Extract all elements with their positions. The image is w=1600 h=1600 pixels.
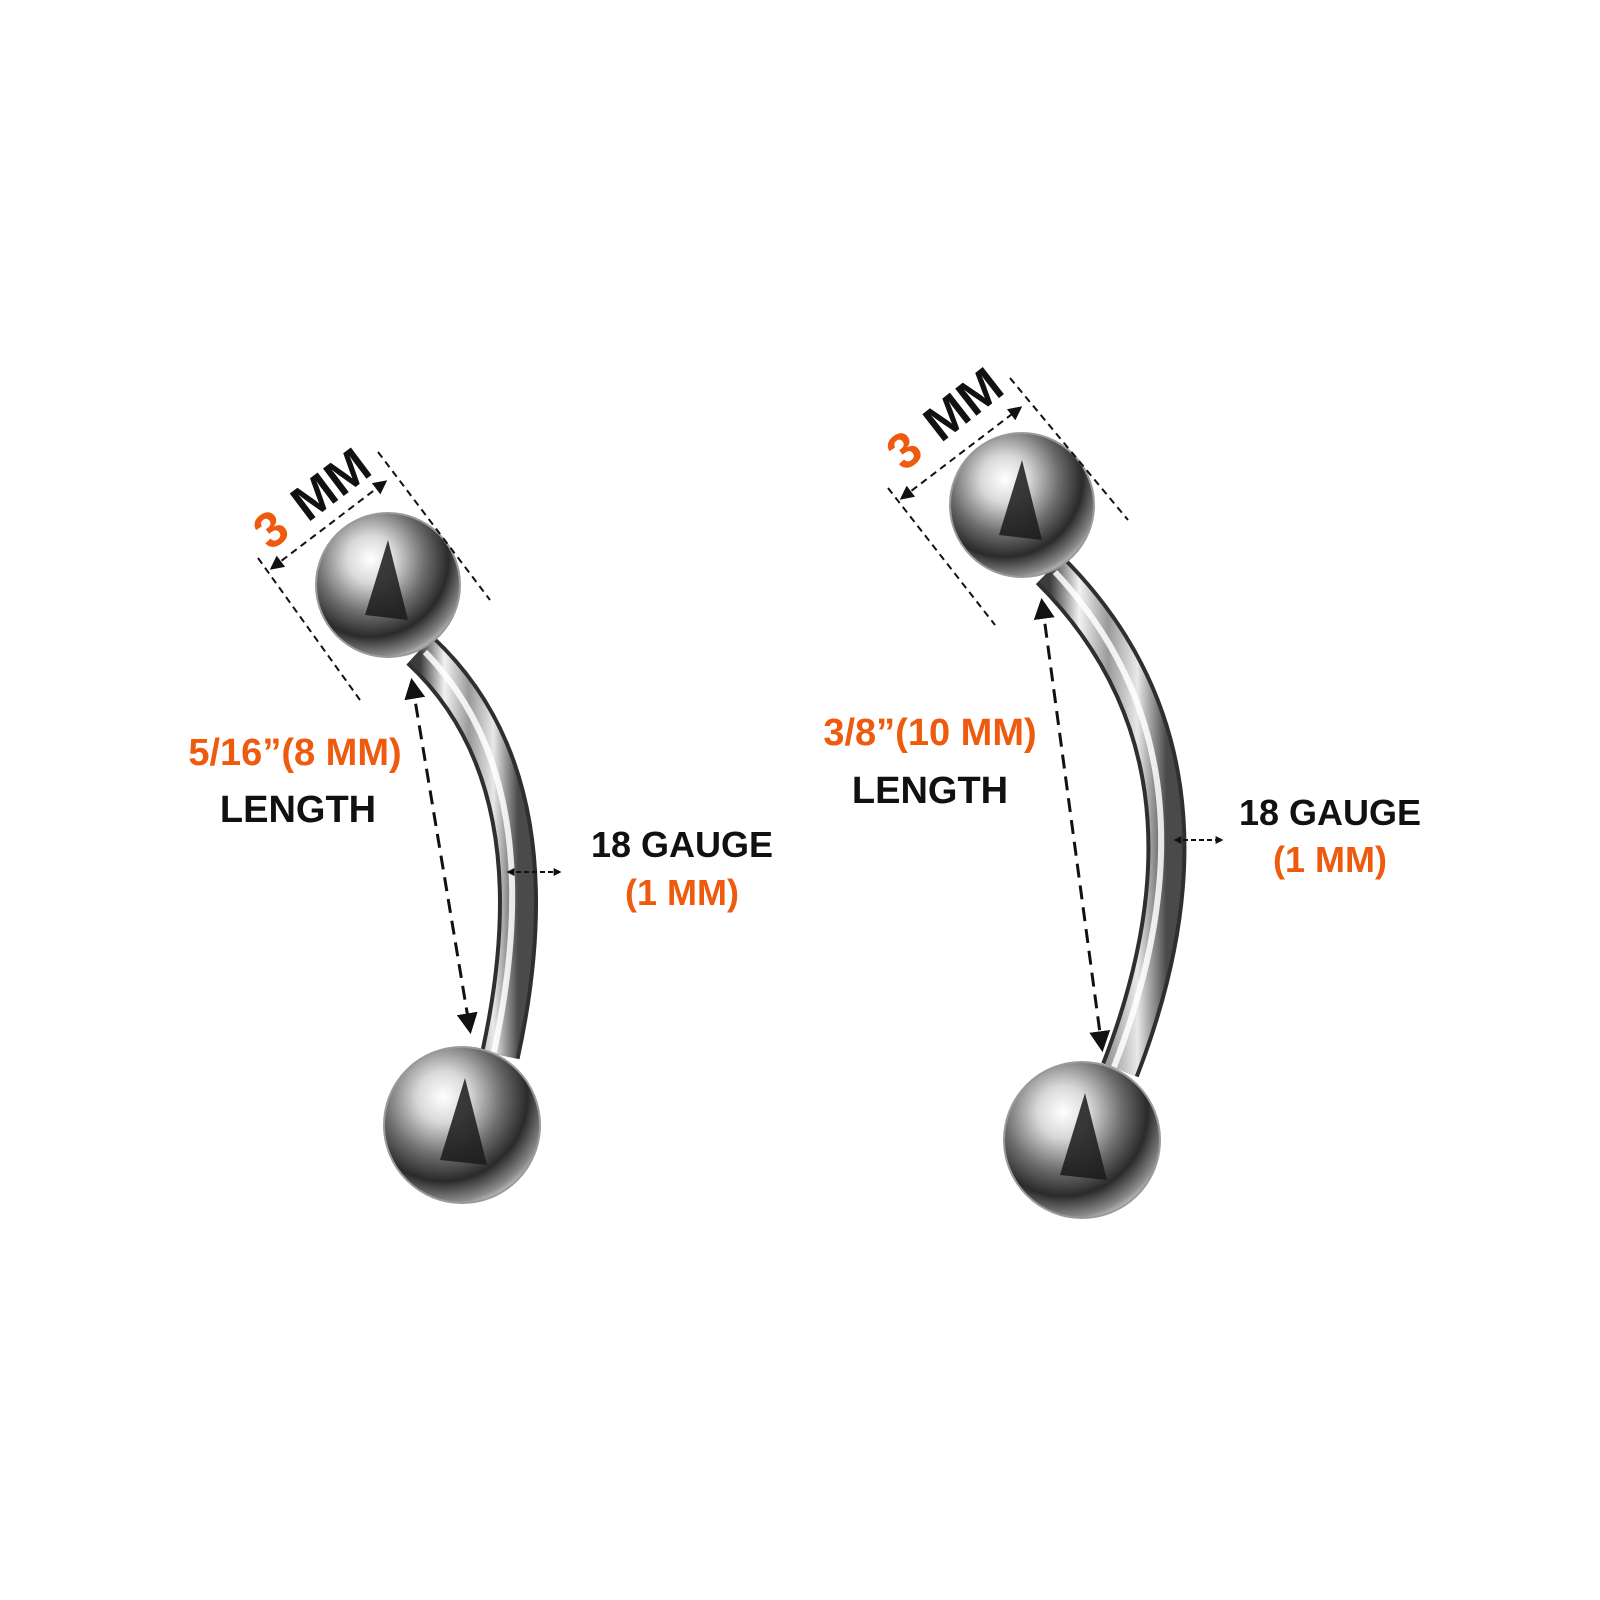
ball-size-dimension-right [887,377,1129,626]
ball-size-value-left: 3 [243,499,299,560]
length-dimension-right [1033,597,1111,1053]
barbell-right: 3 MM 3/8”(10 MM) LENGTH 18 GAUGE (1 MM) [823,357,1421,1219]
length-label-right: LENGTH [852,770,1008,812]
ball-size-value-right: 3 [876,420,932,481]
length-value-left: 5/16”(8 MM) [188,732,401,774]
ball-size-dimension-left [257,451,491,701]
length-label-left: LENGTH [220,789,376,831]
length-value-right: 3/8”(10 MM) [823,712,1036,754]
length-dimension-left [404,677,478,1035]
gauge-value-right: (1 MM) [1273,839,1387,880]
gauge-label-left: 18 GAUGE [591,824,773,865]
gauge-label-right: 18 GAUGE [1239,792,1421,833]
gauge-value-left: (1 MM) [625,872,739,913]
barbell-left: 3 MM 5/16”(8 MM) LENGTH 18 GAUGE (1 MM) [188,437,773,1204]
